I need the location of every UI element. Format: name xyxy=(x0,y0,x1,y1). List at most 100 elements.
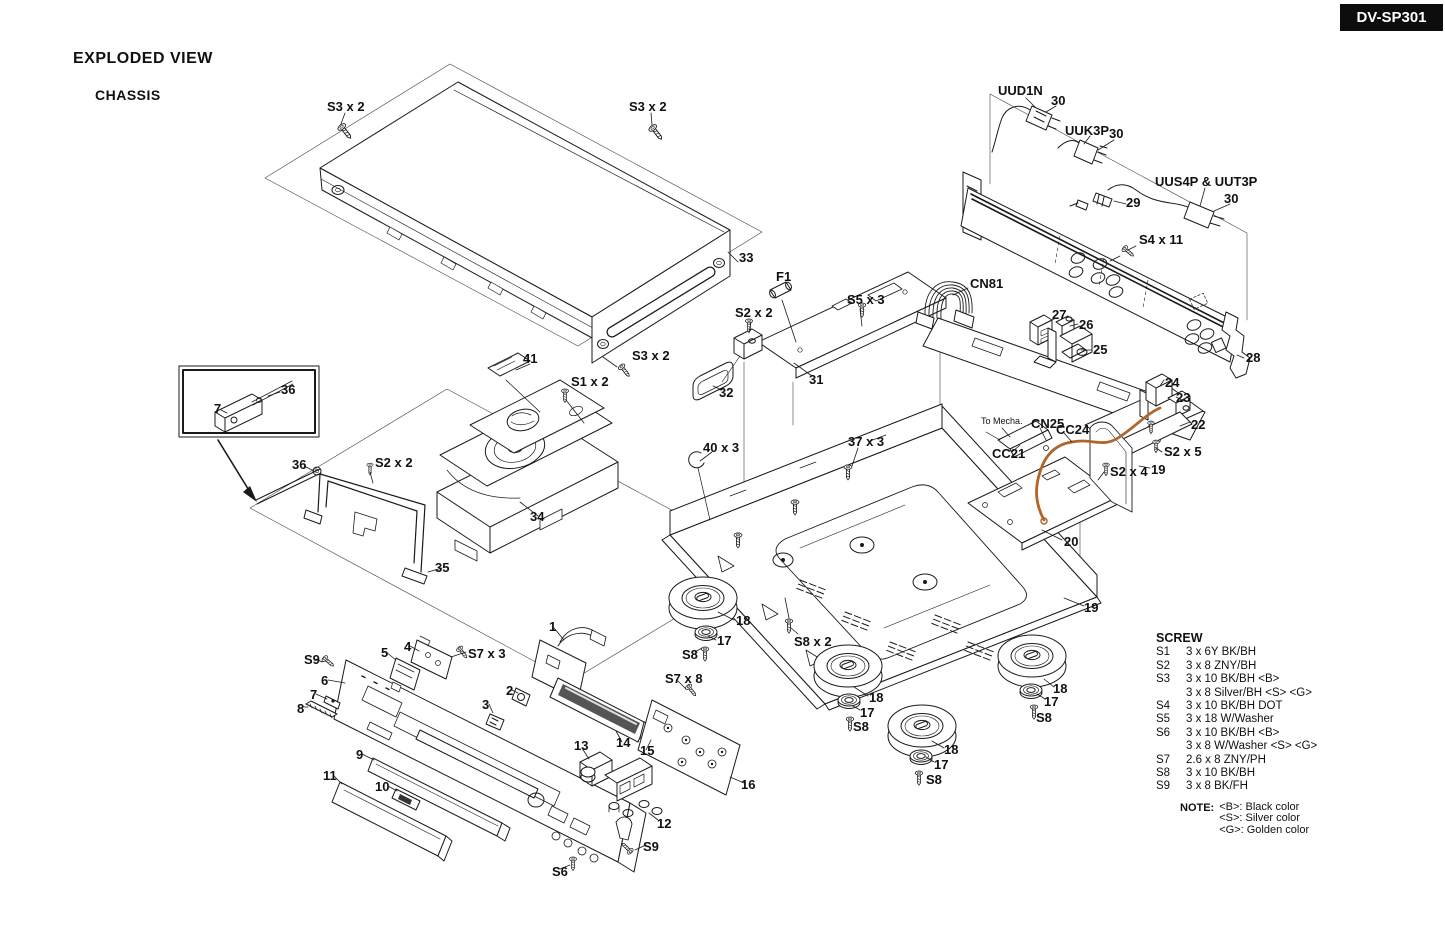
part-label: 11 xyxy=(323,768,337,783)
power-cords xyxy=(991,105,1225,229)
part-label: 15 xyxy=(640,743,655,758)
part-10 xyxy=(391,788,421,811)
screw-legend-title: SCREW xyxy=(1156,631,1203,645)
part-label: 7 xyxy=(310,687,318,702)
part-label: S2 x 2 xyxy=(735,305,773,320)
part-11-bar xyxy=(331,781,453,862)
rod-36 xyxy=(255,468,322,505)
part-label: S8 x 2 xyxy=(794,634,832,649)
inset-part-7 xyxy=(214,393,263,433)
part-label: 33 xyxy=(739,250,754,265)
power-button-32 xyxy=(692,355,741,401)
inset-arrow xyxy=(217,439,251,493)
part-label: S8 xyxy=(926,772,942,787)
main-pcb-31 xyxy=(692,271,947,401)
page-title: EXPLODED VIEW xyxy=(73,50,213,67)
cord-uud1n xyxy=(991,105,1061,153)
part-7-front xyxy=(323,695,341,710)
part-label: 20 xyxy=(1064,534,1079,549)
part-label: 37 x 3 xyxy=(848,434,885,449)
part-label: 13 xyxy=(574,738,589,753)
inset-box xyxy=(178,365,320,502)
part-label: S9 xyxy=(304,652,320,667)
screw-legend-note-label: NOTE: xyxy=(1180,801,1215,814)
ribbon-cn81 xyxy=(915,281,975,330)
part-label: 1 xyxy=(549,619,557,634)
cord-uus4p-uut3p xyxy=(1069,184,1225,229)
part-label: 30 xyxy=(1109,126,1124,141)
part-label: S8 xyxy=(1036,710,1052,725)
part-29 xyxy=(1092,192,1113,208)
guide-planes xyxy=(249,63,1248,682)
part-label: 36 xyxy=(281,382,296,397)
part-label: 12 xyxy=(657,816,672,831)
part-label: 6 xyxy=(321,673,329,688)
part-label: S8 xyxy=(682,647,698,662)
display-window-14 xyxy=(549,677,647,743)
part-label: 2 xyxy=(506,683,514,698)
page-subtitle: CHASSIS xyxy=(95,87,161,103)
part-label: 16 xyxy=(741,777,756,792)
part-label: 31 xyxy=(809,372,824,387)
part-label: S9 xyxy=(643,839,659,854)
part-label: 14 xyxy=(616,735,631,750)
part-label: 29 xyxy=(1126,195,1141,210)
part-label: 18 xyxy=(736,613,751,628)
part-label: 40 x 3 xyxy=(703,440,740,455)
part-label: S1 x 2 xyxy=(571,374,609,389)
caution-label-41 xyxy=(487,352,531,377)
part-label: 26 xyxy=(1079,317,1094,332)
leader-lines xyxy=(220,97,1245,870)
part-label: S3 x 2 xyxy=(632,348,670,363)
part-label: 28 xyxy=(1246,350,1261,365)
part-label: S3 x 2 xyxy=(629,99,667,114)
part-label: S6 xyxy=(552,864,568,879)
part-4 xyxy=(410,635,453,680)
part-2 xyxy=(511,687,531,707)
part-8 xyxy=(305,700,338,719)
part-label: 27 xyxy=(1052,307,1067,322)
part-label: 18 xyxy=(944,742,959,757)
part-label: S2 x 5 xyxy=(1164,444,1202,459)
part-label: S3 x 2 xyxy=(327,99,365,114)
part-label: 17 xyxy=(717,633,732,648)
part-label: 30 xyxy=(1224,191,1239,206)
part-label: 18 xyxy=(869,690,884,705)
rear-jack-holes xyxy=(1068,252,1227,354)
part-label: 10 xyxy=(375,779,390,794)
part-label: 17 xyxy=(1044,694,1059,709)
part-label: 19 xyxy=(1084,600,1099,615)
part-label: 23 xyxy=(1176,390,1191,405)
part-label: 30 xyxy=(1051,93,1066,108)
part-label: S7 x 3 xyxy=(468,646,506,661)
part-label: 5 xyxy=(381,645,389,660)
latch-s9 xyxy=(615,816,633,841)
part-label: 8 xyxy=(297,701,305,716)
cord-uuk3p xyxy=(1057,139,1108,165)
screw-legend-note-lines: <B>: Black color <S>: Silver color <G>: … xyxy=(1219,800,1310,836)
part-label: 24 xyxy=(1165,375,1180,390)
part-label: 34 xyxy=(530,509,545,524)
part-label: S8 xyxy=(853,719,869,734)
part-label: S2 x 2 xyxy=(375,455,413,470)
part-13 xyxy=(579,751,613,787)
front-panel-6 xyxy=(333,659,647,873)
part-label: CC24 xyxy=(1056,422,1090,437)
screw-legend-note: NOTE: <B>: Black color <S>: Silver color… xyxy=(1180,800,1317,837)
part-label: 4 xyxy=(404,639,412,654)
part-label: 25 xyxy=(1093,342,1108,357)
part-label: F1 xyxy=(776,269,792,284)
part-label: 35 xyxy=(435,560,450,575)
part-label: 9 xyxy=(356,747,364,762)
flat-cable-cc21 xyxy=(985,420,1053,458)
part-label: S4 x 11 xyxy=(1139,232,1184,247)
